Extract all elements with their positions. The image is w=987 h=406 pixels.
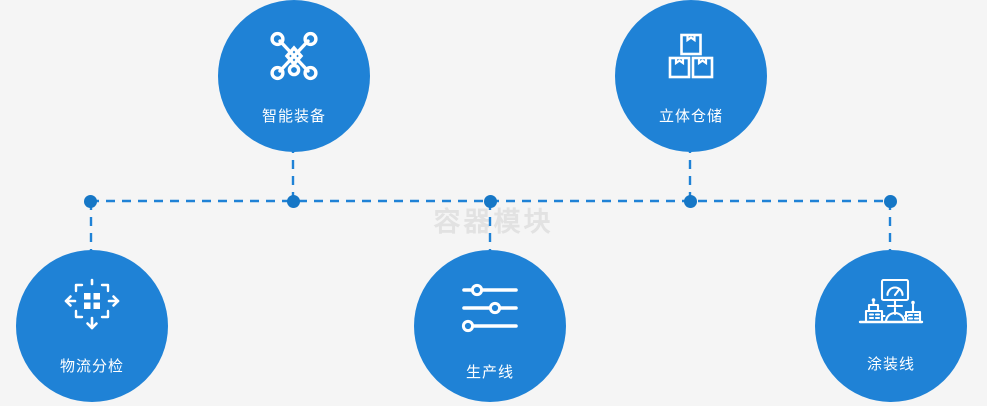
junction-dot-3[interactable] — [484, 195, 497, 208]
node-production-line[interactable]: 生产线 — [414, 250, 566, 402]
sliders-icon — [459, 282, 521, 339]
network-nodes-icon — [265, 28, 323, 91]
node-logistics-sorting[interactable]: 物流分检 — [16, 250, 168, 402]
node-intelligent-equipment[interactable]: 智能装备 — [218, 0, 370, 152]
node-label-production-line: 生产线 — [465, 364, 514, 381]
junction-dot-2[interactable] — [287, 195, 300, 208]
node-painting-line[interactable]: 涂装线 — [815, 250, 967, 402]
stacked-boxes-icon — [662, 28, 720, 91]
node-stereo-warehouse[interactable]: 立体仓储 — [615, 0, 767, 152]
junction-dot-1[interactable] — [84, 195, 97, 208]
sorting-arrows-icon — [62, 278, 122, 341]
junction-dot-5[interactable] — [884, 195, 897, 208]
node-label-intelligent-equipment: 智能装备 — [261, 108, 326, 125]
node-label-painting-line: 涂装线 — [866, 356, 915, 373]
factory-monitor-icon — [858, 278, 924, 337]
junction-dot-4[interactable] — [684, 195, 697, 208]
node-label-logistics-sorting: 物流分检 — [59, 358, 124, 375]
node-label-stereo-warehouse: 立体仓储 — [658, 108, 723, 125]
